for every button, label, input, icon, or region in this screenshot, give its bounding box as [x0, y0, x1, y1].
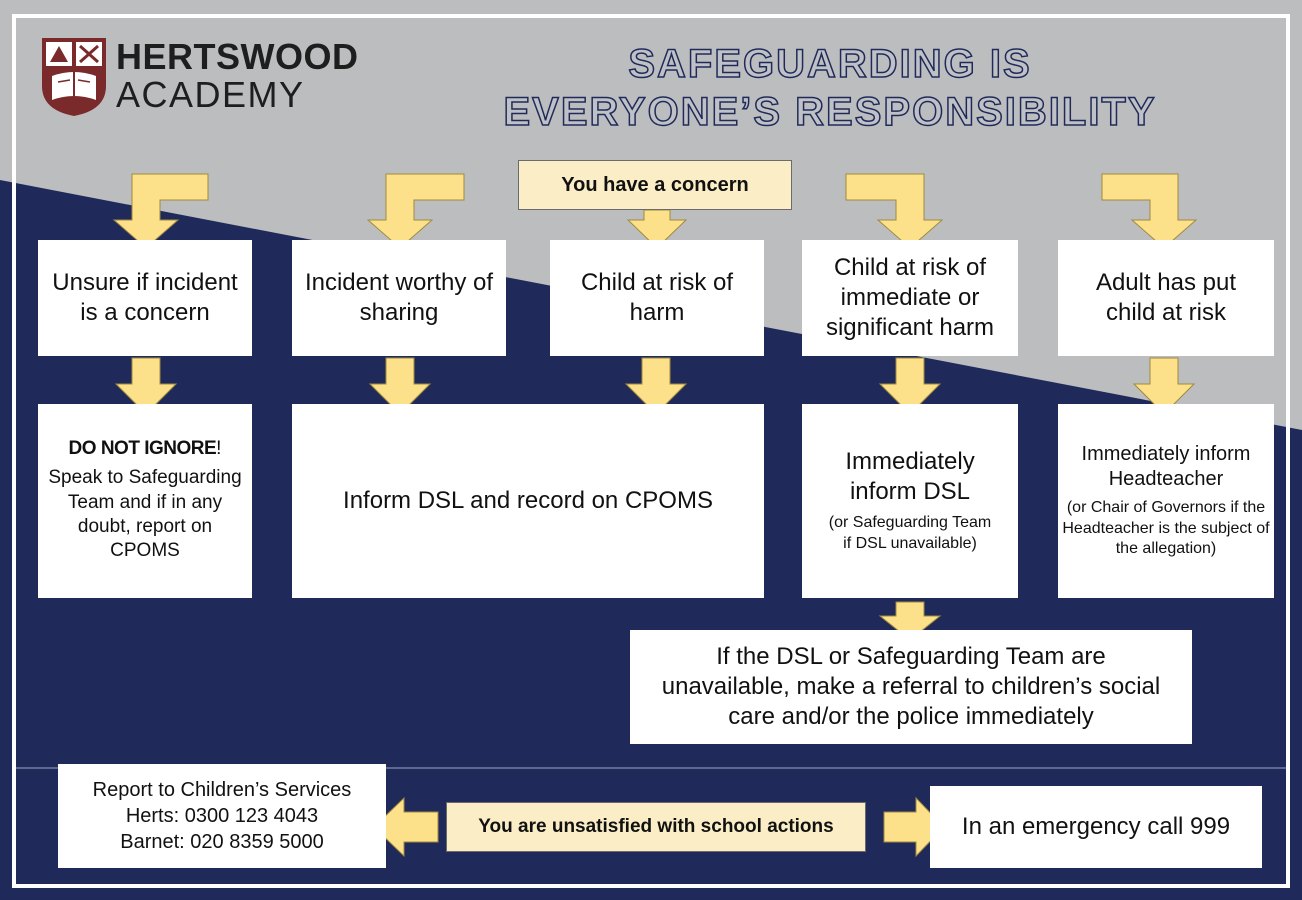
arrow-adult-down	[1132, 357, 1196, 415]
headline-line-1: SAFEGUARDING IS	[628, 41, 1032, 87]
action-headteacher-note: (or Chair of Governors if the Headteache…	[1062, 498, 1270, 558]
headline-line-2: EVERYONE’S RESPONSIBILITY	[503, 89, 1157, 135]
arrow-unsure-down	[114, 357, 178, 415]
services-title: Report to Children’s Services	[92, 779, 352, 801]
action-immediate-main: Immediately inform DSL	[845, 448, 975, 506]
action-headteacher: Immediately inform Headteacher (or Chair…	[1058, 404, 1274, 598]
services-barnet: Barnet: 020 8359 5000	[120, 831, 324, 853]
situation-adult-risk: Adult has put child at risk	[1058, 240, 1274, 356]
start-concern-box: You have a concern	[518, 160, 792, 210]
academy-crest-icon	[42, 38, 106, 116]
situation-immediate-risk: Child at risk of immediate or significan…	[802, 240, 1018, 356]
unsatisfied-box: You are unsatisfied with school actions	[446, 802, 866, 852]
do-not-ignore-bang: !	[216, 438, 222, 460]
arrow-to-services	[373, 796, 439, 858]
action-unsure: DO NOT IGNORE! Speak to Safeguarding Tea…	[38, 404, 252, 598]
arrow-to-referral	[878, 601, 942, 641]
situation-child-risk: Child at risk of harm	[550, 240, 764, 356]
childrens-services-box: Report to Children’s Services Herts: 030…	[58, 764, 386, 868]
referral-box: If the DSL or Safeguarding Team are unav…	[630, 630, 1192, 744]
services-herts: Herts: 0300 123 4043	[125, 805, 319, 827]
arrow-immediate-down	[878, 357, 942, 415]
situation-incident-worthy: Incident worthy of sharing	[292, 240, 506, 356]
arrow-to-child-risk	[626, 209, 688, 249]
brand-name: HERTSWOOD	[116, 36, 359, 77]
arrow-to-unsure	[112, 173, 209, 249]
arrow-to-immediate-risk	[845, 173, 944, 249]
action-unsure-body: Speak to Safeguarding Team and if in any…	[48, 467, 242, 562]
action-inform-dsl: Inform DSL and record on CPOMS	[292, 404, 764, 598]
arrow-to-incident	[366, 173, 465, 249]
emergency-box: In an emergency call 999	[930, 786, 1262, 868]
do-not-ignore-heading: DO NOT IGNORE!	[69, 438, 222, 460]
action-immediate-dsl: Immediately inform DSL (or Safeguarding …	[802, 404, 1018, 598]
action-headteacher-main: Immediately inform Headteacher	[1081, 442, 1251, 490]
arrow-to-adult-risk	[1101, 173, 1198, 249]
brand-subname: ACADEMY	[116, 74, 305, 115]
arrow-child-down	[624, 357, 688, 415]
situation-unsure: Unsure if incident is a concern	[38, 240, 252, 356]
action-immediate-note: (or Safeguarding Team if DSL unavailable…	[828, 514, 992, 552]
arrow-incident-down	[368, 357, 432, 415]
do-not-ignore-text: DO NOT IGNORE	[68, 438, 217, 460]
